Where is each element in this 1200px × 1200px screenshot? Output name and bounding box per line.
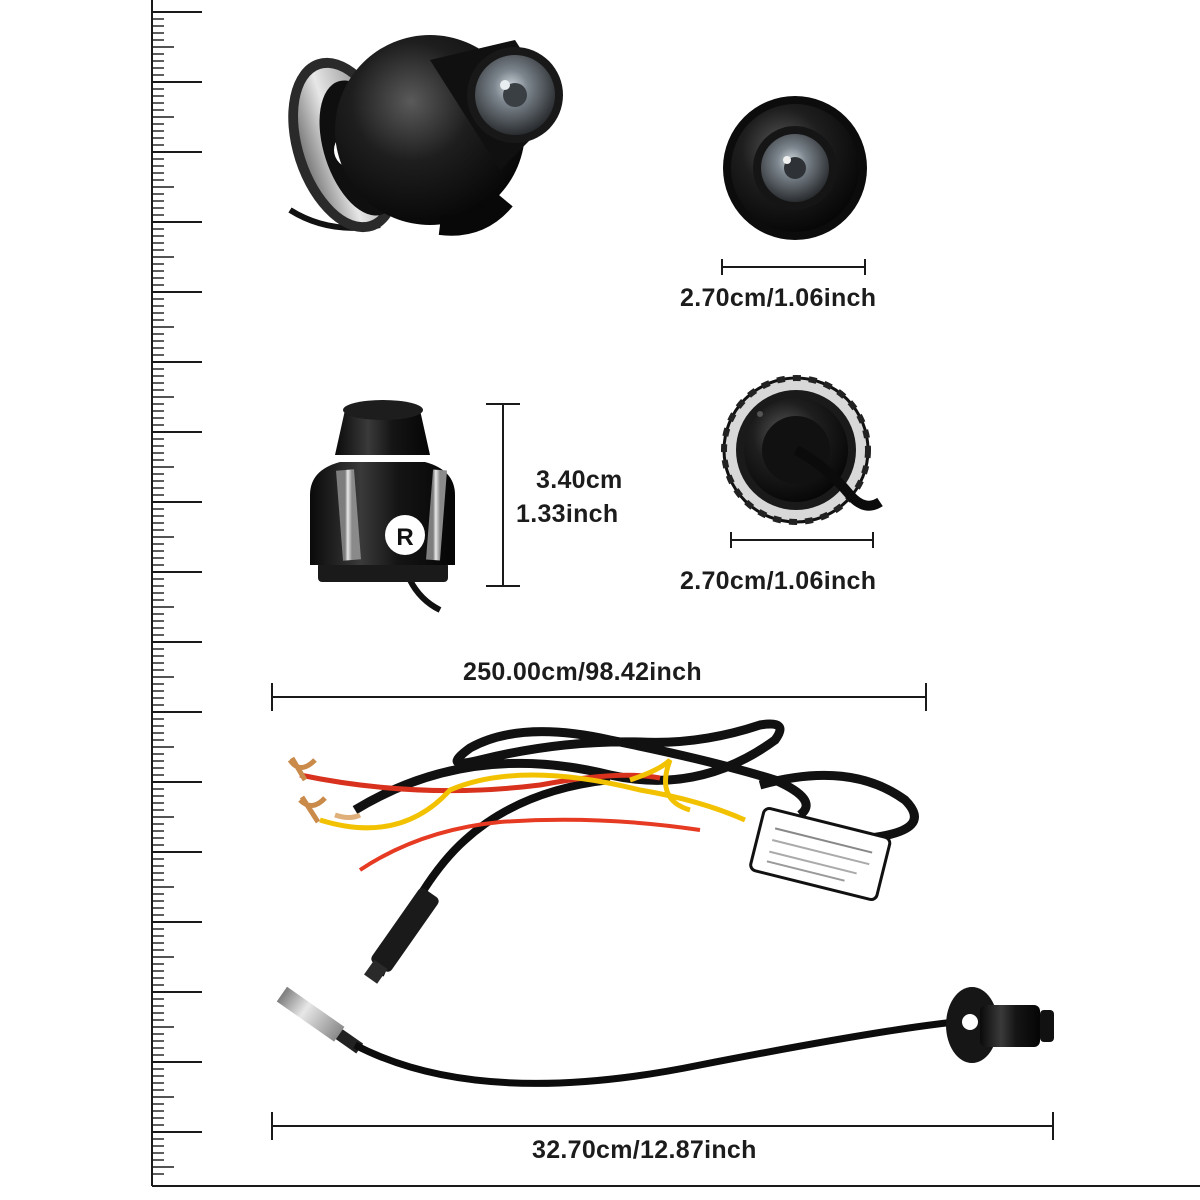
back-width-label: 2.70cm/1.06inch — [680, 567, 877, 595]
camera-cable — [276, 986, 1054, 1087]
front-width-label: 2.70cm/1.06inch — [680, 284, 877, 312]
height-inch-label: 1.33inch — [516, 500, 619, 528]
rear-badge-letter: R — [396, 524, 413, 551]
converter-module — [749, 807, 892, 902]
dimension-lines — [271, 259, 1054, 1140]
camera-angled-view — [288, 35, 563, 236]
rear-badge-icon — [385, 515, 425, 555]
camera-cable-length-label: 32.70cm/12.87inch — [532, 1136, 757, 1164]
height-cm-label: 3.40cm — [536, 466, 623, 494]
harness-connector — [371, 888, 439, 972]
mini-camera-icon — [946, 987, 1054, 1063]
power-cable-length-label: 250.00cm/98.42inch — [463, 658, 702, 686]
power-harness — [287, 719, 919, 984]
camera-front-view — [723, 96, 867, 240]
camera-back-view — [721, 375, 883, 525]
cable-plug — [276, 986, 345, 1042]
camera-side-view: R — [310, 400, 455, 613]
